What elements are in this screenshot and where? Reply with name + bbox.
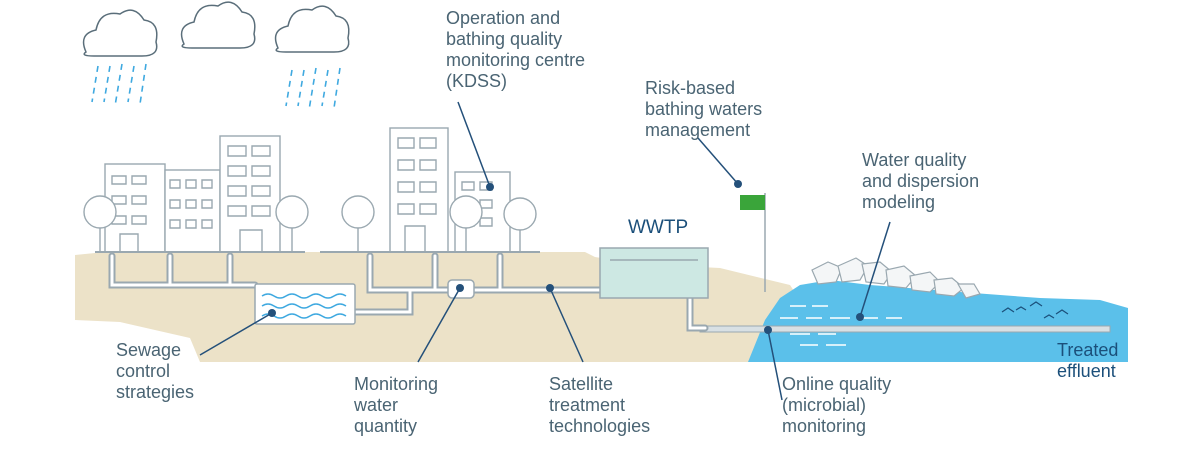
label-line: Monitoring: [354, 374, 439, 394]
leader-lines: [199, 101, 891, 401]
label-line: Treated: [1057, 340, 1119, 360]
outfall-pipe: [699, 325, 1111, 333]
label-line: (microbial): [782, 395, 867, 415]
label-line: Risk-based: [645, 78, 736, 98]
city-buildings: [104, 127, 511, 253]
label-line: effluent: [1057, 361, 1116, 381]
label-line: quantity: [354, 416, 418, 436]
label-treated-effluent: Treated effluent: [1057, 340, 1118, 382]
tank-waves: [261, 293, 347, 319]
sewer-pipes-inner: [110, 254, 707, 330]
leader-dots: [268, 180, 864, 334]
label-line: Sewage: [116, 340, 182, 360]
label-line: bathing quality: [446, 29, 563, 49]
label-line: Satellite: [549, 374, 614, 394]
label-line: modeling: [862, 192, 936, 212]
breakwater-rocks: [811, 257, 981, 299]
bathing-flag: [740, 195, 765, 210]
rain: [91, 63, 341, 111]
label-line: water: [354, 395, 399, 415]
label-line: Water quality: [862, 150, 967, 170]
label-line: control: [116, 361, 171, 381]
label-line: and dispersion: [862, 171, 980, 191]
label-line: bathing waters: [645, 99, 763, 119]
label-line: WWTP: [628, 217, 689, 238]
label-line: Online quality: [782, 374, 892, 394]
trees: [83, 195, 537, 252]
label-monitoring-quantity: Monitoring water quantity: [354, 374, 438, 437]
label-line: (KDSS): [446, 71, 508, 91]
seagulls: [1001, 301, 1069, 319]
label-risk-based: Risk-based bathing waters management: [645, 78, 762, 141]
label-operation-centre: Operation and bathing quality monitoring…: [446, 8, 585, 92]
water-body: [748, 280, 1128, 362]
label-online-quality: Online quality (microbial) monitoring: [782, 374, 891, 437]
label-sewage-control: Sewage control strategies: [116, 340, 194, 403]
rain-clouds: [82, 1, 350, 57]
label-line: treatment: [549, 395, 626, 415]
label-line: strategies: [116, 382, 195, 402]
label-water-quality-modeling: Water quality and dispersion modeling: [862, 150, 979, 213]
storage-tank: [254, 283, 356, 325]
label-wwtp: WWTP: [628, 217, 688, 238]
water-waves: [780, 305, 902, 346]
label-line: management: [645, 120, 751, 140]
label-line: technologies: [549, 416, 651, 436]
label-line: Operation and: [446, 8, 561, 28]
wwtp-tank: [599, 247, 709, 299]
label-line: monitoring: [782, 416, 867, 436]
label-satellite-treatment: Satellite treatment technologies: [549, 374, 650, 437]
label-line: monitoring centre: [446, 50, 586, 70]
